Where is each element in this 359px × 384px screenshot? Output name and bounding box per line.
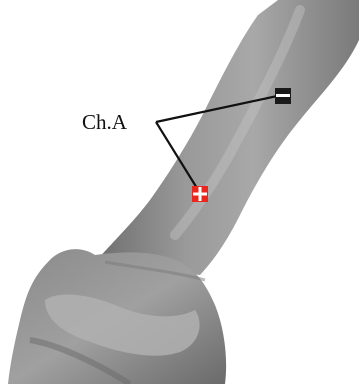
- channel-label: Ch.A: [82, 110, 128, 134]
- minus-icon: [276, 94, 290, 97]
- forearm: [95, 0, 359, 275]
- negative-electrode: [275, 88, 291, 104]
- positive-electrode: [192, 186, 208, 202]
